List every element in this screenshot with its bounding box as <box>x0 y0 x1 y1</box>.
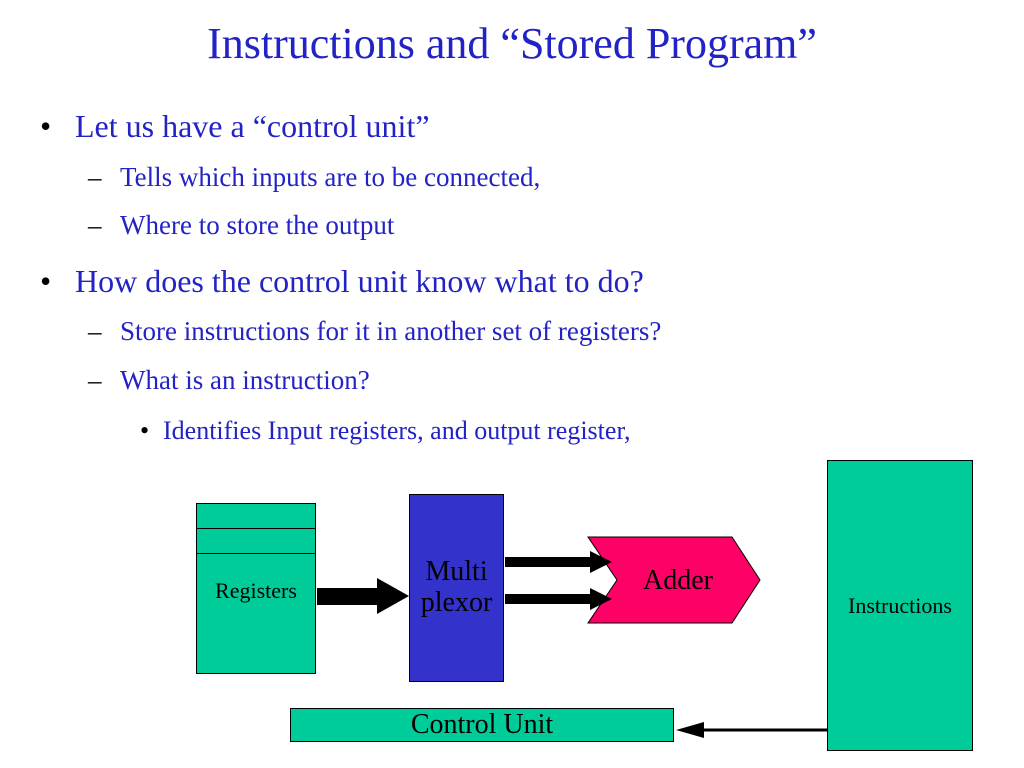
mux-to-adder-arrow-upper <box>505 551 612 573</box>
instructions-to-control-unit-arrow <box>676 722 827 738</box>
multiplexor-label-line2: plexor <box>420 586 493 618</box>
sub-bullet-item: Store instructions for it in another set… <box>120 316 662 346</box>
bullet-marker: • <box>40 263 52 299</box>
sub-bullet-item: What is an instruction? <box>120 365 370 395</box>
control-unit-block: Control Unit <box>290 708 674 742</box>
dash-marker: – <box>88 162 102 192</box>
control-unit-label: Control Unit <box>410 709 554 740</box>
registers-block: Registers <box>196 503 316 674</box>
multiplexor-label: Multi plexor <box>410 556 503 619</box>
instructions-block: Instructions <box>827 460 973 751</box>
multiplexor-label-line1: Multi <box>425 556 488 587</box>
register-row-divider <box>197 553 315 554</box>
sub-bullet-item: Where to store the output <box>120 210 395 240</box>
multiplexor-block: Multi plexor <box>409 494 504 682</box>
mux-to-adder-arrow-lower <box>505 588 612 610</box>
slide-title: Instructions and “Stored Program” <box>207 19 817 68</box>
dash-marker: – <box>88 365 102 395</box>
sub-bullet-item: Tells which inputs are to be connected, <box>120 162 541 192</box>
dash-marker: – <box>88 210 102 240</box>
sub-sub-bullet-item: Identifies Input registers, and output r… <box>163 416 631 445</box>
adder-label: Adder <box>643 565 713 596</box>
instructions-label: Instructions <box>848 592 952 618</box>
registers-label: Registers <box>215 578 297 603</box>
register-row-divider <box>197 528 315 529</box>
bullet-marker: • <box>40 108 52 144</box>
bullet-item: Let us have a “control unit” <box>75 108 430 144</box>
registers-to-mux-arrow <box>317 578 409 614</box>
bullet-marker: • <box>140 416 150 445</box>
dash-marker: – <box>88 316 102 346</box>
bullet-item: How does the control unit know what to d… <box>75 263 644 299</box>
